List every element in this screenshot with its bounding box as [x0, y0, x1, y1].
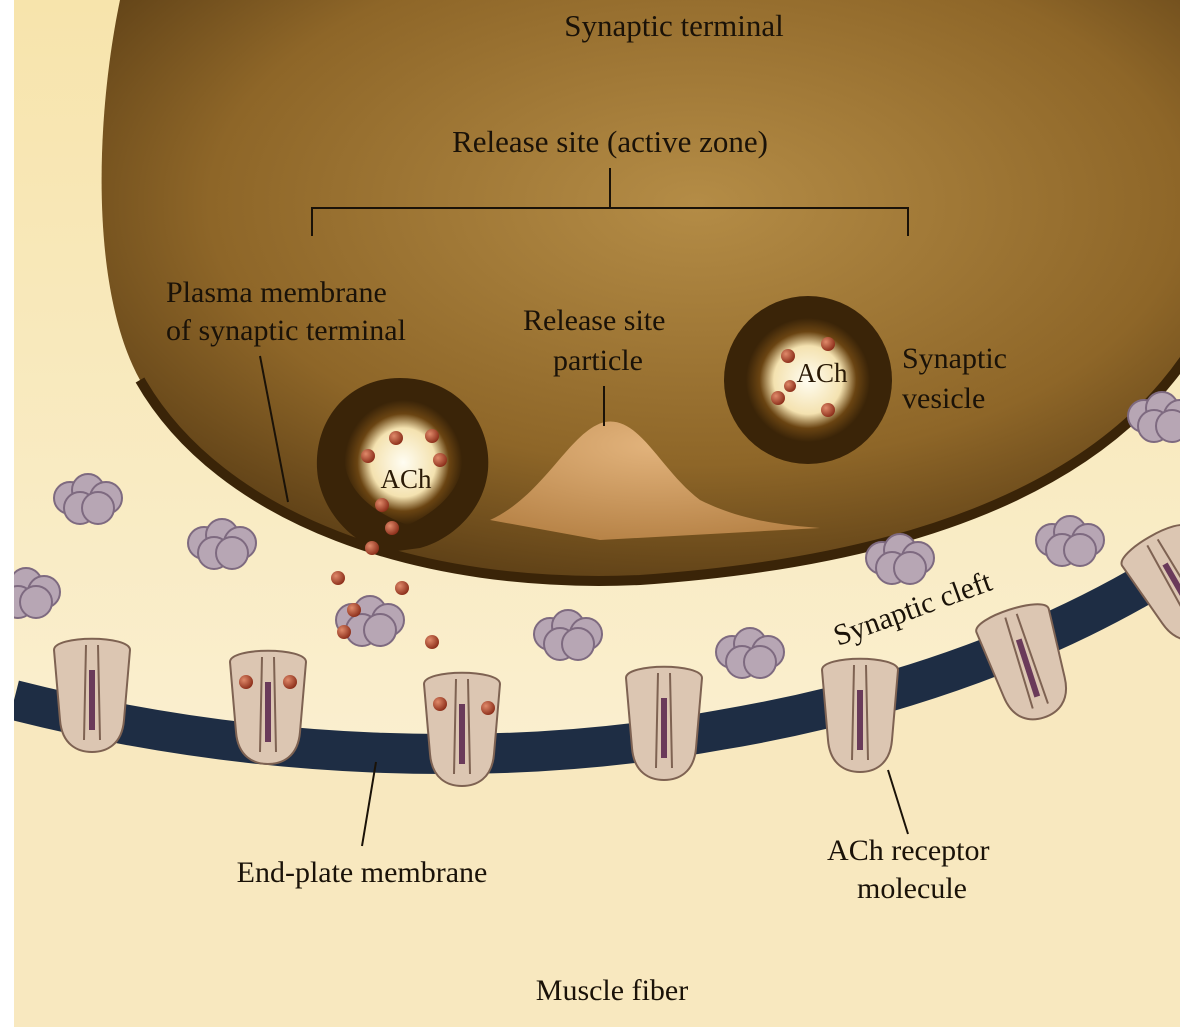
- ach-receptor: [822, 659, 898, 772]
- ach-receptor: [54, 639, 130, 752]
- ach-receptor: [230, 651, 306, 764]
- label-end-plate-membrane: End-plate membrane: [237, 856, 488, 889]
- label-muscle-fiber: Muscle fiber: [536, 974, 688, 1007]
- label-ach-vesicle: ACh: [796, 358, 848, 388]
- ach-receptor: [424, 673, 500, 786]
- label-release-site: Release site (active zone): [452, 124, 768, 159]
- label-ach-fusing: ACh: [380, 464, 432, 494]
- label-synaptic-terminal: Synaptic terminal: [564, 8, 784, 43]
- ach-receptor: [626, 667, 702, 780]
